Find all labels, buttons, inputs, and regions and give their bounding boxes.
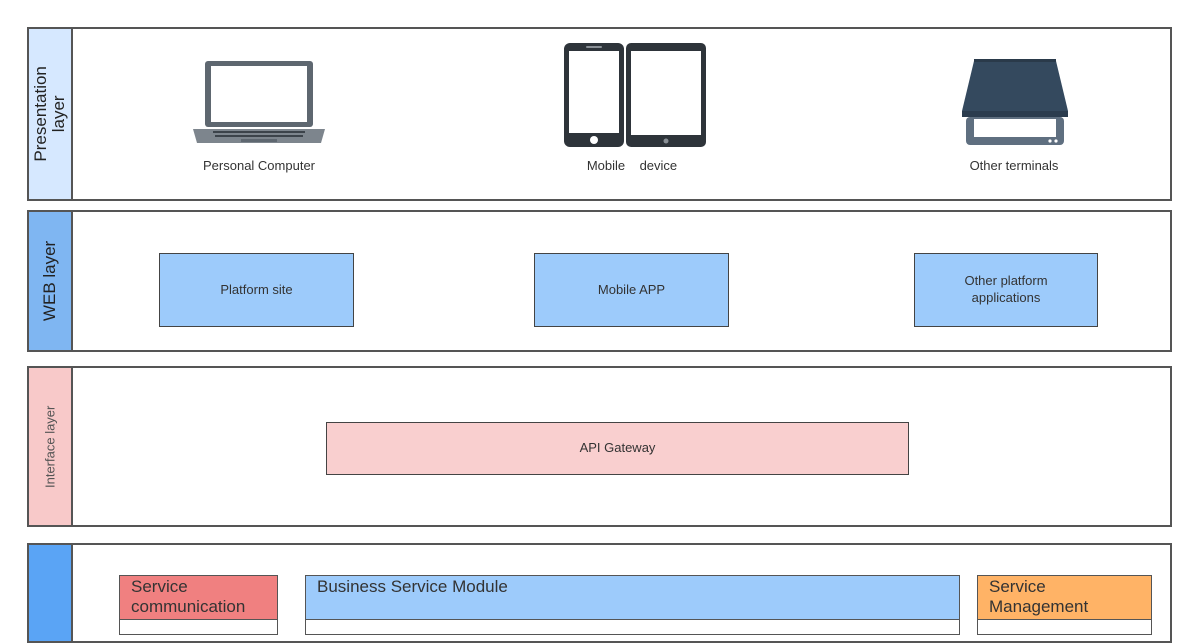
platform-site-box: Platform site bbox=[159, 253, 354, 327]
service-layer-label bbox=[29, 545, 73, 641]
mobile-app-box: Mobile APP bbox=[534, 253, 729, 327]
presentation-layer-title: Presentation layer bbox=[31, 66, 69, 162]
service-management-module: Service Management bbox=[977, 575, 1152, 635]
module-title: Service Management bbox=[978, 576, 1151, 620]
device-caption: Personal Computer bbox=[203, 158, 315, 173]
presentation-layer-label: Presentation layer bbox=[29, 29, 73, 199]
interface-layer-label: Interface layer bbox=[29, 368, 73, 525]
presentation-layer: Presentation layer Personal Computer Mob… bbox=[27, 27, 1172, 201]
laptop-icon bbox=[193, 61, 325, 143]
mobile-device: Mobile device bbox=[557, 41, 707, 173]
web-layer: WEB layer Platform site Mobile APP Other… bbox=[27, 210, 1172, 352]
interface-layer: Interface layer API Gateway bbox=[27, 366, 1172, 527]
scanner-icon bbox=[962, 59, 1068, 145]
api-gateway-box: API Gateway bbox=[326, 422, 909, 475]
interface-layer-title: Interface layer bbox=[42, 405, 58, 488]
other-platform-applications-box: Other platform applications bbox=[914, 253, 1098, 327]
other-terminals-device: Other terminals bbox=[939, 55, 1089, 173]
business-service-module: Business Service Module bbox=[305, 575, 960, 635]
personal-computer-device: Personal Computer bbox=[179, 57, 339, 173]
web-layer-label: WEB layer bbox=[29, 212, 73, 350]
module-title: Service communication bbox=[120, 576, 277, 620]
web-layer-title: WEB layer bbox=[40, 240, 60, 322]
device-caption: Other terminals bbox=[969, 158, 1059, 173]
mobile-tablet-icon bbox=[564, 43, 706, 147]
service-layer: Service communication Business Service M… bbox=[27, 543, 1172, 643]
module-title: Business Service Module bbox=[306, 576, 959, 620]
service-communication-module: Service communication bbox=[119, 575, 278, 635]
device-caption: Mobile device bbox=[586, 158, 678, 173]
